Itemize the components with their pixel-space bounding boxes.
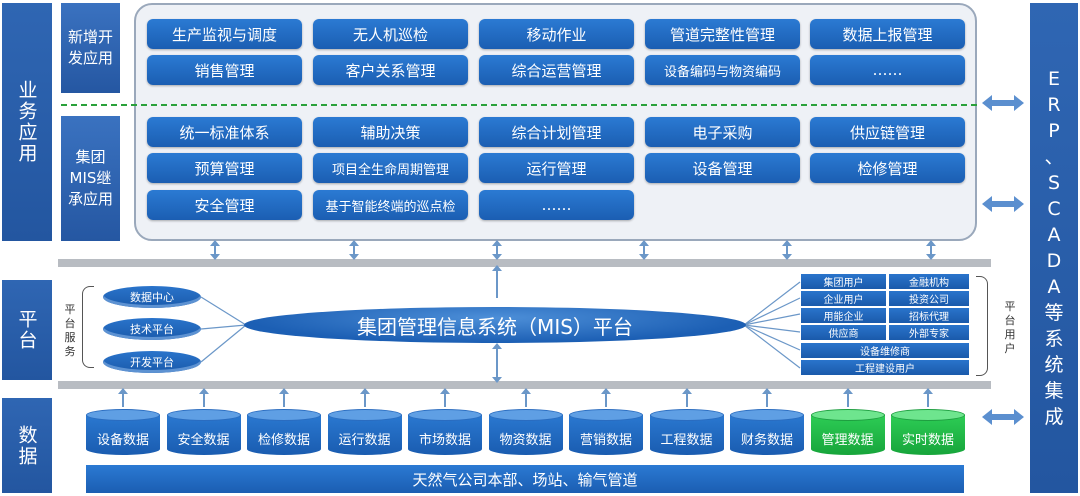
service-data-center: 数据中心	[103, 286, 201, 308]
app-button[interactable]: ……	[479, 190, 634, 220]
arrow-vertical	[639, 240, 649, 260]
layer-separator-top	[58, 259, 991, 267]
double-arrow-icon	[982, 196, 1024, 212]
app-button[interactable]: 运行管理	[479, 153, 634, 183]
data-source-bar: 天然气公司本部、场站、输气管道	[86, 465, 964, 493]
app-button[interactable]: 供应链管理	[810, 117, 965, 147]
mis-platform: 集团管理信息系统（MIS）平台	[244, 307, 746, 343]
app-button[interactable]: 电子采购	[645, 117, 800, 147]
app-button[interactable]: 销售管理	[147, 55, 302, 85]
service-dev-platform: 开发平台	[103, 351, 201, 373]
data-store-label: 运行数据	[327, 415, 402, 455]
arrow-up	[601, 388, 611, 407]
arrow-up	[198, 388, 209, 407]
platform-user: 用能企业	[801, 308, 886, 323]
arrow-vertical	[926, 240, 936, 260]
arrow-up	[118, 388, 128, 407]
platform-user: 供应商	[801, 325, 886, 340]
layer-separator-bottom	[58, 381, 991, 389]
platform-user: 投资公司	[889, 291, 969, 306]
layer-label-business: 业务应用	[2, 3, 52, 241]
data-store-label: 实时数据	[891, 415, 965, 455]
arrow-platform-up	[492, 265, 502, 298]
arrow-vertical	[210, 240, 220, 260]
data-store-label: 安全数据	[166, 415, 241, 455]
data-store: 工程数据	[649, 409, 724, 459]
section-divider	[61, 104, 977, 106]
data-store: 安全数据	[166, 409, 241, 459]
platform-users-label: 平台用户	[1004, 300, 1016, 355]
arrow-platform-down	[492, 343, 502, 383]
services-brace	[82, 286, 94, 368]
data-store-label: 营销数据	[569, 415, 643, 455]
arrow-up	[440, 388, 450, 407]
app-button[interactable]: 设备管理	[645, 153, 800, 183]
arrow-vertical	[782, 240, 792, 260]
arrow-up	[279, 388, 289, 407]
service-tech-platform: 技术平台	[103, 318, 201, 340]
sub-label-new-apps: 新增开发应用	[61, 3, 120, 93]
data-store-label: 市场数据	[408, 415, 482, 455]
app-button[interactable]: 管道完整性管理	[645, 19, 800, 49]
data-store-label: 设备数据	[86, 415, 160, 455]
app-button[interactable]: 检修管理	[810, 153, 965, 183]
platform-user: 企业用户	[801, 291, 886, 306]
data-store: 市场数据	[408, 409, 482, 459]
app-button[interactable]: 无人机巡检	[313, 19, 468, 49]
app-button[interactable]: 基于智能终端的巡点检	[313, 190, 468, 220]
platform-user: 设备维修商	[801, 343, 969, 358]
data-store: 营销数据	[569, 409, 643, 459]
double-arrow-icon	[982, 409, 1024, 425]
platform-services-label: 平台服务	[64, 303, 76, 358]
arrow-up	[681, 388, 692, 407]
platform-user: 外部专家	[889, 325, 969, 340]
users-brace	[976, 276, 988, 376]
arrow-up	[923, 388, 933, 407]
app-button[interactable]: 生产监视与调度	[147, 19, 302, 49]
arrow-up	[359, 388, 370, 407]
data-store: 实时数据	[891, 409, 965, 459]
data-store-label: 管理数据	[810, 415, 885, 455]
data-store: 检修数据	[247, 409, 321, 459]
app-button[interactable]: ……	[810, 55, 965, 85]
data-store: 管理数据	[810, 409, 885, 459]
app-button[interactable]: 辅助决策	[313, 117, 468, 147]
data-store: 运行数据	[327, 409, 402, 459]
data-store: 财务数据	[730, 409, 804, 459]
data-store: 设备数据	[86, 409, 160, 459]
app-button[interactable]: 综合运营管理	[479, 55, 634, 85]
app-button[interactable]: 移动作业	[479, 19, 634, 49]
platform-user: 工程建设用户	[801, 360, 969, 375]
double-arrow-icon	[982, 95, 1024, 111]
arrow-vertical	[349, 240, 359, 260]
app-button[interactable]: 设备编码与物资编码	[645, 55, 800, 85]
arrow-vertical	[492, 240, 502, 260]
layer-label-data: 数据	[2, 398, 52, 493]
app-button[interactable]: 安全管理	[147, 190, 302, 220]
data-store: 物资数据	[488, 409, 563, 459]
data-store-label: 财务数据	[730, 415, 804, 455]
platform-user: 招标代理	[889, 308, 969, 323]
app-button[interactable]: 统一标准体系	[147, 117, 302, 147]
arrow-up	[520, 388, 531, 407]
app-button[interactable]: 预算管理	[147, 153, 302, 183]
layer-label-platform: 平台	[2, 280, 52, 380]
arrow-up	[762, 388, 772, 407]
platform-user: 集团用户	[801, 274, 886, 289]
platform-user: 金融机构	[889, 274, 969, 289]
arrow-up	[842, 388, 853, 407]
app-button[interactable]: 项目全生命周期管理	[313, 153, 468, 183]
app-button[interactable]: 综合计划管理	[479, 117, 634, 147]
data-store-label: 工程数据	[649, 415, 724, 455]
app-button[interactable]: 数据上报管理	[810, 19, 965, 49]
app-button[interactable]: 客户关系管理	[313, 55, 468, 85]
sub-label-mis-apps: 集团MIS继承应用	[61, 116, 120, 241]
data-store-label: 检修数据	[247, 415, 321, 455]
data-store-label: 物资数据	[488, 415, 563, 455]
